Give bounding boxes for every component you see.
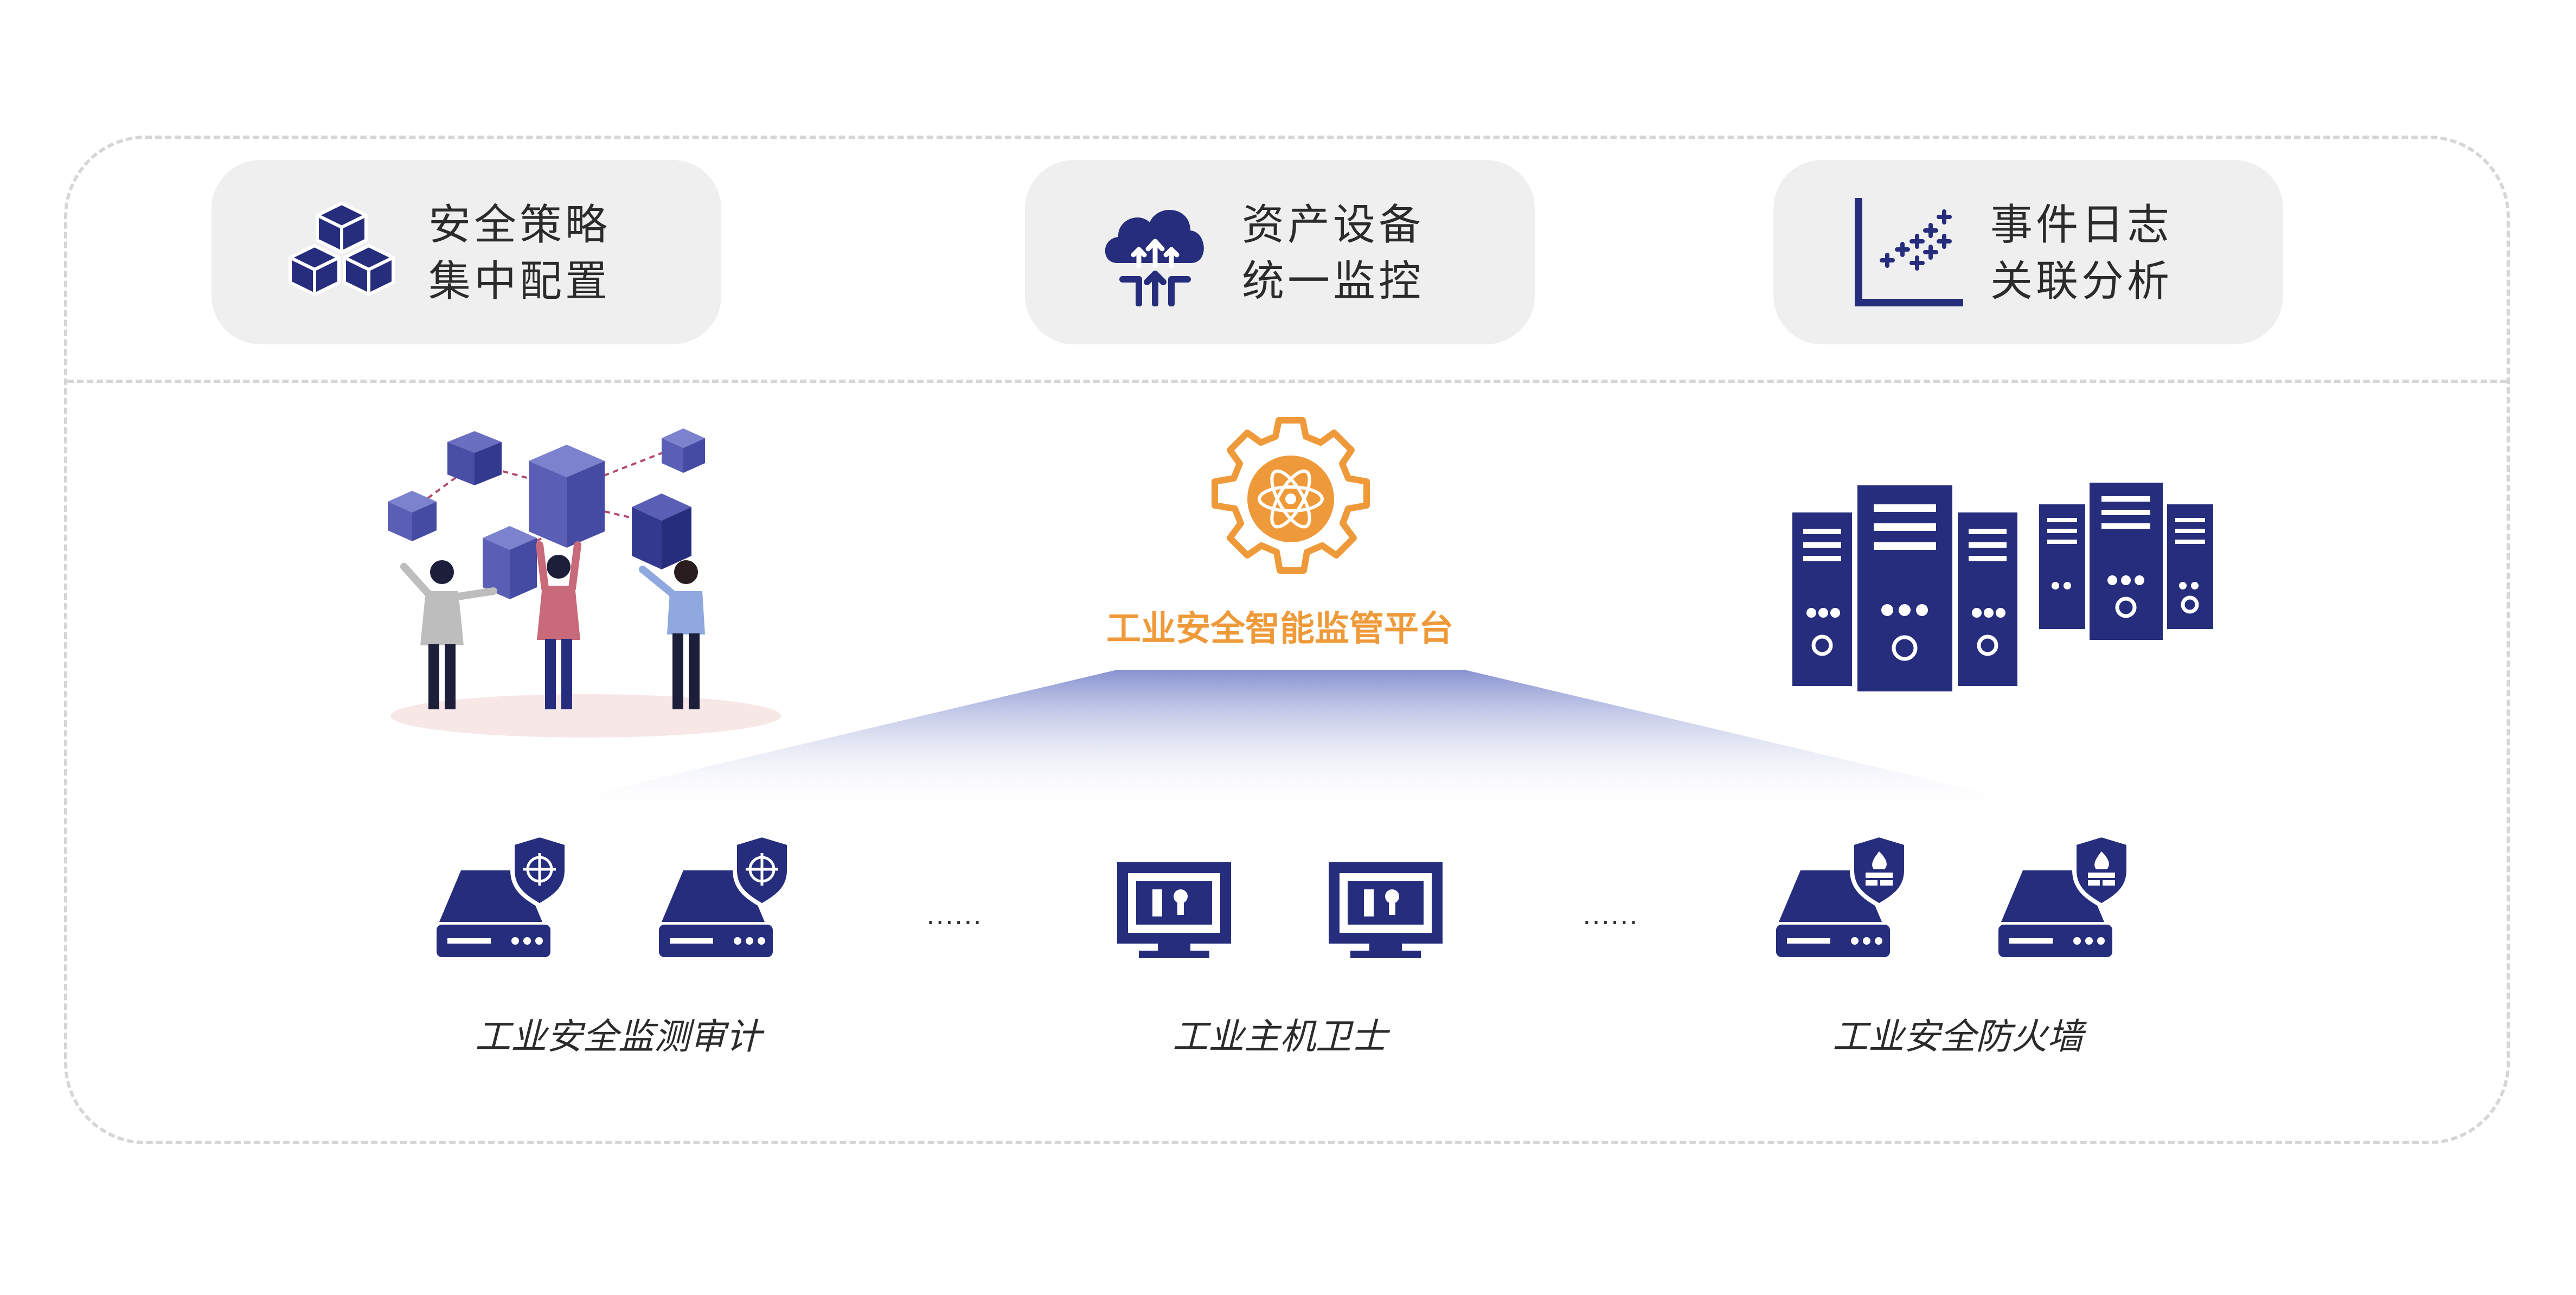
cubes-icon [289,202,395,296]
person [639,560,705,709]
feature-label: 安全策略 集中配置 [428,197,710,310]
product-label-host-guard: 工业主机卫士 [1172,1016,1387,1057]
people-cubes-illustration [388,428,781,738]
feature-card-log: 事件日志 关联分析 [1773,160,2283,344]
cloud-upload-icon [1105,210,1204,306]
cube [529,445,605,548]
feature-label-line2: 统一监控 [1242,257,1425,306]
feature-label-line2: 集中配置 [428,257,611,306]
gear-atom-icon [1212,417,1370,574]
platform-beam [521,670,2061,811]
target-shield-server-icon [437,832,569,957]
platform-title: 工业安全智能监管平台 [1106,609,1453,649]
feature-label-line1: 资产设备 [1242,201,1425,249]
feature-label: 资产设备 统一监控 [1242,197,1524,310]
ellipsis: ...... [1582,900,1639,931]
product-label-firewall: 工业安全防火墙 [1832,1016,2083,1057]
cube [662,428,705,473]
lock-monitor-icon [1117,862,1231,958]
product-label-audit: 工业安全监测审计 [475,1016,761,1057]
cube [632,493,691,569]
cube [483,526,537,599]
feature-label-line1: 安全策略 [428,201,611,249]
lock-monitor-icon [1329,862,1443,958]
person [536,541,581,709]
feature-label: 事件日志 关联分析 [1990,197,2272,310]
server-racks-illustration [1792,483,2213,691]
section-divider [67,380,2507,383]
outer-frame [64,136,2510,1144]
feature-label-line2: 关联分析 [1990,257,2173,306]
cube [447,431,502,485]
feature-card-policy: 安全策略 集中配置 [212,160,721,344]
feature-card-monitor: 资产设备 统一监控 [1025,160,1535,344]
ellipsis: ...... [926,900,983,931]
target-shield-server-icon [659,832,791,957]
feature-label-line1: 事件日志 [1990,201,2173,249]
person [400,560,497,709]
firewall-shield-server-icon [1776,832,1908,957]
firewall-shield-server-icon [1998,832,2131,957]
scatter-chart-icon [1855,198,1963,306]
cube [388,491,437,541]
